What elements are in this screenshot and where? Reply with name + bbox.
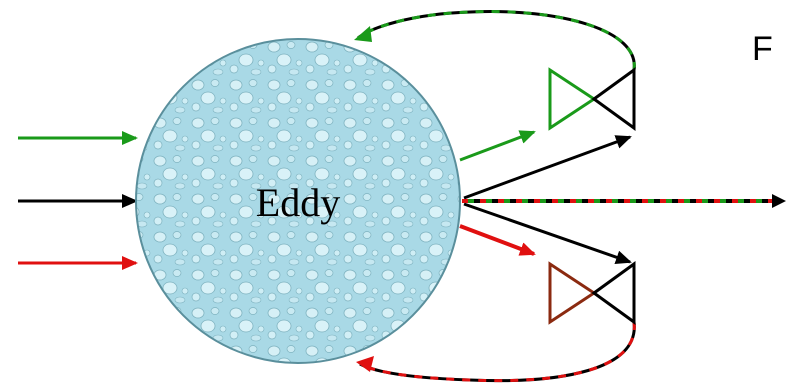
main-outflow-arrow [462, 194, 786, 208]
upper-recycle-loop [354, 10, 636, 71]
output-arrow-red [459, 224, 536, 256]
output-arrow-black-upper [463, 135, 632, 200]
eddy-label: Eddy [256, 180, 340, 225]
corner-label: F [752, 30, 773, 68]
output-arrow-black-lower [463, 202, 632, 264]
lower-valve [548, 261, 636, 325]
output-arrow-green [459, 130, 536, 162]
eddy-circle [135, 38, 461, 364]
lower-recycle-loop [356, 321, 636, 383]
upper-valve [548, 67, 636, 131]
main-outflow-arrowhead [772, 194, 786, 208]
upper-recycle-arrowhead [354, 26, 372, 42]
lower-recycle-arrowhead [356, 356, 374, 372]
